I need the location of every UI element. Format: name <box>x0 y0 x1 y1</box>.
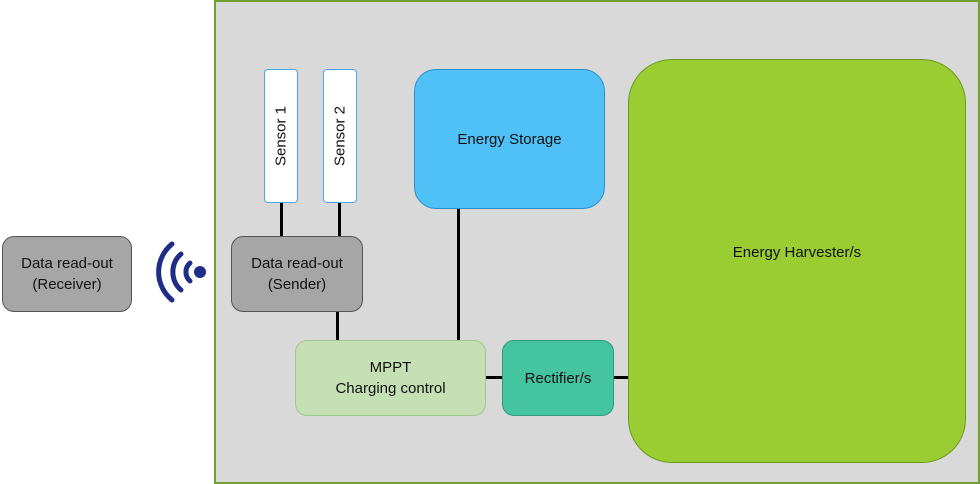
energy-harvester-label: Energy Harvester/s <box>732 244 862 261</box>
energy-harvester: Energy Harvester/s <box>628 59 966 463</box>
sensor-2: Sensor 2 <box>323 69 357 203</box>
sender-label: Data read-out (Sender) <box>251 255 343 293</box>
data-readout-receiver: Data read-out (Receiver) <box>2 236 132 312</box>
sensor-1: Sensor 1 <box>264 69 298 203</box>
connector-sender-mppt <box>336 312 339 341</box>
connector-storage-mppt <box>457 208 460 341</box>
connector-rectifier-harvester <box>613 376 629 379</box>
connector-mppt-rectifier <box>485 376 503 379</box>
wireless-signal-icon <box>156 241 206 303</box>
connector-sensor2-sender <box>338 203 341 236</box>
mppt-label: MPPT Charging control <box>335 359 446 397</box>
receiver-label: Data read-out (Receiver) <box>21 255 113 293</box>
connector-sensor1-sender <box>280 203 283 236</box>
energy-storage: Energy Storage <box>414 69 605 209</box>
energy-storage-label: Energy Storage <box>457 130 562 148</box>
rectifier-label: Rectifier/s <box>524 369 592 387</box>
rectifier: Rectifier/s <box>502 340 614 416</box>
data-readout-sender: Data read-out (Sender) <box>231 236 363 312</box>
sensor-2-label: Sensor 2 <box>331 105 349 167</box>
mppt-charging-control: MPPT Charging control <box>295 340 486 416</box>
sensor-1-label: Sensor 1 <box>272 105 290 167</box>
